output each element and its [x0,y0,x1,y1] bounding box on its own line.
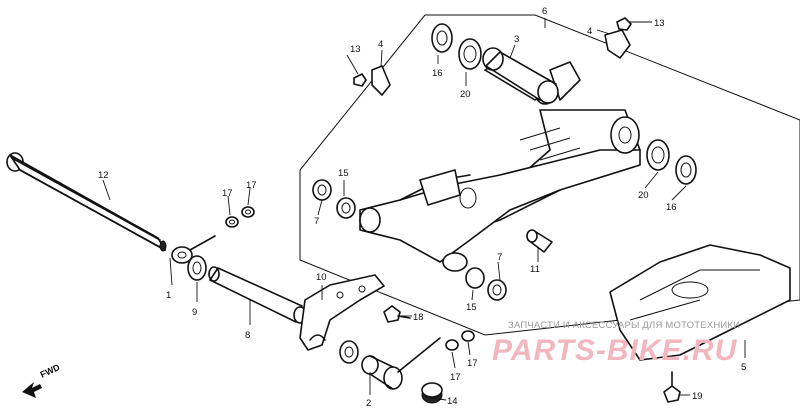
callout-4b: 4 [587,26,592,37]
washer-9b [339,340,359,364]
callout-17d: 17 [467,358,478,369]
callout-13a: 13 [350,44,361,55]
bolt-18 [383,305,411,323]
pivot-bolt [6,152,167,252]
callout-16a: 16 [432,68,443,79]
nut-14 [421,382,443,404]
callout-13b: 13 [654,18,665,29]
pivot-collar [208,266,307,324]
nut-13-left [353,73,367,87]
callout-4a: 4 [378,39,383,50]
cap-17-bottom-a [445,339,459,351]
bearing-20-right [646,139,670,171]
oil-seal-16-top [431,23,453,53]
callout-11: 11 [530,264,540,275]
callout-7a: 7 [314,216,319,227]
callout-19: 19 [692,391,703,402]
bushing-15-left [336,197,356,219]
callout-6: 6 [542,6,547,17]
bolt-19 [663,371,681,403]
watermark: ЗАПЧАСТИ И АКСЕССУАРЫ ДЛЯ МОТОТЕХНИКИ PA… [492,320,740,367]
oil-seal-16-right [675,155,697,185]
callout-17c: 17 [450,372,461,383]
callout-numbers: 12 1 9 8 10 2 18 14 17 17 13 4 16 20 3 6… [98,6,746,409]
callout-1: 1 [166,290,171,301]
dust-seal-9 [187,255,207,281]
fwd-label: FWD [39,362,62,380]
bracket-4-right [604,29,631,59]
callout-20a: 20 [460,89,471,100]
callout-20b: 20 [638,190,649,201]
callout-16b: 16 [666,202,677,213]
callout-2: 2 [366,398,371,409]
dust-cap-7-right [487,279,507,301]
pivot-spacer [171,235,216,264]
chain-guard [609,244,791,361]
callout-17b: 17 [246,180,257,191]
callout-15b: 15 [466,302,477,313]
callout-18: 18 [413,312,424,323]
callout-15a: 15 [338,168,349,179]
callout-9: 9 [192,307,197,318]
callout-10: 10 [316,272,327,283]
bushing-tube-3 [482,47,559,104]
callout-12: 12 [98,170,109,181]
swingarm [359,57,641,272]
collar-11 [526,229,553,253]
forward-direction-indicator: FWD [22,362,62,398]
callout-7b: 7 [497,252,502,263]
group-boundary [299,14,800,336]
dust-cap-7-left [312,179,332,201]
bushing-15-right [465,267,485,289]
callout-3: 3 [514,34,519,45]
nut-13-right [616,17,632,31]
bracket-4-left [371,65,391,96]
fwd-arrow-icon [22,382,42,398]
callout-8: 8 [245,330,250,341]
cap-17-bottom-b [461,330,475,342]
cap-17-left [225,216,239,228]
callout-5: 5 [741,362,746,373]
bushing-2 [361,337,441,390]
bearing-20-top [458,38,482,70]
chain-slider [299,274,385,351]
watermark-brand: PARTS-BIKE.RU [492,334,738,367]
cap-17-right [241,206,255,218]
callout-17a: 17 [222,188,233,199]
watermark-caption: ЗАПЧАСТИ И АКСЕССУАРЫ ДЛЯ МОТОТЕХНИКИ [508,320,740,331]
leader-lines [102,18,746,401]
callout-14: 14 [447,396,458,407]
